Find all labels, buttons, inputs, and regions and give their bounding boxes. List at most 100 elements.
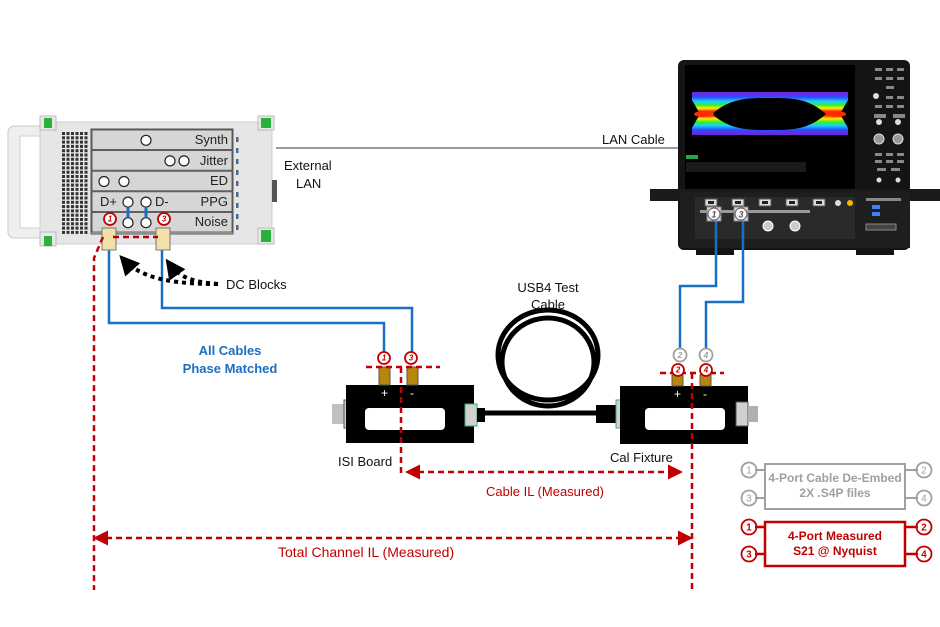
- measured-line2: S21 @ Nyquist: [793, 544, 877, 558]
- external-lan-line2: LAN: [296, 176, 322, 191]
- svg-text:1: 1: [108, 215, 112, 224]
- cal-plus-label: +: [674, 387, 682, 401]
- usb4-cable: [484, 307, 614, 416]
- bert-port-icon: [140, 196, 152, 208]
- all-cables-line1: All Cables: [198, 343, 262, 358]
- eye-diagram: [692, 92, 848, 135]
- bert-port-icon: [122, 217, 134, 229]
- usb4-line1: USB4 Test: [517, 280, 579, 295]
- scope-port-marker-1: 1: [706, 206, 722, 222]
- svg-text:4: 4: [921, 493, 927, 504]
- bert-port-icon: [140, 134, 152, 146]
- cable-dplus-to-isi: [107, 240, 386, 356]
- total-channel-il-label: Total Channel IL (Measured): [278, 544, 455, 560]
- cable-scope1-to-cal: [678, 218, 718, 352]
- cal-fixture-label: Cal Fixture: [610, 450, 673, 465]
- all-cables-line2: Phase Matched: [182, 361, 278, 376]
- deembed-legend-port-1: 1: [740, 461, 758, 479]
- dc-block-dminus: [155, 227, 171, 251]
- cal-gray-port-marker-2: 2: [672, 347, 688, 363]
- bert-slot-label-synth: Synth: [194, 132, 228, 147]
- isi-port-marker-1: 1: [377, 351, 391, 365]
- bert-port-icon: [98, 175, 110, 188]
- svg-text:2: 2: [921, 522, 927, 533]
- svg-text:4: 4: [703, 366, 709, 375]
- cable-il-label: Cable IL (Measured): [486, 484, 605, 499]
- cal-fixture: [596, 374, 758, 444]
- svg-text:3: 3: [409, 354, 414, 363]
- deembed-line2: 2X .S4P files: [799, 486, 871, 500]
- svg-text:1: 1: [382, 354, 386, 363]
- measurement-lines: [92, 235, 724, 590]
- svg-text:4: 4: [703, 350, 709, 360]
- blue-cables: [107, 218, 745, 356]
- external-lan-line1: External: [284, 158, 332, 173]
- cal-gray-port-marker-4: 4: [698, 347, 714, 363]
- isi-board-label: ISI Board: [338, 454, 393, 469]
- deembed-legend-port-4: 4: [915, 489, 933, 507]
- bert-slot-label-jitter: Jitter: [199, 152, 228, 168]
- svg-text:1: 1: [711, 210, 716, 220]
- svg-text:2: 2: [921, 465, 926, 476]
- bert-lan-port: [272, 180, 277, 202]
- phase-matched-label: All Cables Phase Matched: [180, 342, 280, 378]
- svg-text:3: 3: [746, 549, 752, 560]
- bert-port-icon: [140, 217, 152, 229]
- svg-text:3: 3: [162, 215, 167, 224]
- external-lan-label: External LAN: [284, 157, 332, 193]
- isi-port-marker-3: 3: [404, 351, 418, 365]
- isi-sma-minus: [406, 366, 419, 386]
- isi-board: [332, 366, 485, 443]
- bert-slot-label-ed: ED: [209, 173, 228, 189]
- bert-reference-line: [92, 236, 105, 590]
- bert-port-icon: [118, 175, 130, 188]
- eye-opening: [712, 98, 826, 130]
- ppg-dminus-label: D-: [155, 193, 169, 209]
- measured-legend-port-4: 4: [915, 545, 933, 563]
- usb4-line2: Cable: [531, 297, 565, 312]
- svg-text:1: 1: [746, 522, 752, 533]
- svg-text:2: 2: [677, 350, 683, 360]
- legend-deembed: [755, 463, 918, 510]
- svg-text:3: 3: [746, 493, 751, 504]
- bert-instrument: [7, 115, 277, 247]
- measured-legend-port-3: 3: [740, 545, 758, 563]
- scope-foot-right: [856, 248, 894, 255]
- deembed-legend-port-2: 2: [915, 461, 933, 479]
- bert-port-icon: [122, 196, 134, 208]
- dc-blocks-label: DC Blocks: [226, 277, 287, 292]
- svg-text:2: 2: [675, 366, 681, 375]
- bert-slot-label-noise: Noise: [194, 214, 228, 230]
- svg-text:1: 1: [746, 465, 751, 476]
- bert-slot-label-ppg: PPG: [200, 193, 228, 209]
- deembed-legend-port-3: 3: [740, 489, 758, 507]
- oscilloscope: [650, 60, 940, 255]
- measured-line1: 4-Port Measured: [787, 529, 883, 543]
- legend-measured: [755, 520, 918, 568]
- bert-slot-synth: [91, 129, 233, 151]
- isi-plus-label: +: [381, 386, 389, 400]
- bert-port-marker-3: 3: [157, 212, 171, 226]
- bert-vent: [62, 132, 88, 234]
- isi-minus-label: -: [410, 386, 414, 400]
- cal-red-port-marker-4: 4: [699, 363, 713, 377]
- measured-legend-port-2: 2: [915, 518, 933, 536]
- bert-slot-jitter: [91, 150, 233, 171]
- svg-text:4: 4: [921, 549, 927, 560]
- measured-legend-text: 4-Port Measured S21 @ Nyquist: [765, 529, 905, 559]
- bert-port-marker-1: 1: [103, 212, 117, 226]
- usb4-cable-label: USB4 Test Cable: [500, 279, 596, 313]
- lan-cable-label: LAN Cable: [602, 132, 665, 147]
- svg-text:3: 3: [738, 210, 743, 220]
- measured-legend-port-1: 1: [740, 518, 758, 536]
- ppg-dplus-label: D+: [100, 193, 117, 209]
- bert-port-icon: [178, 155, 190, 167]
- scope-port-marker-3: 3: [733, 206, 749, 222]
- cal-red-port-marker-2: 2: [671, 363, 685, 377]
- deembed-legend-text: 4-Port Cable De-Embed 2X .S4P files: [765, 471, 905, 501]
- isi-sma-plus: [378, 366, 391, 386]
- bert-port-icon: [164, 155, 176, 167]
- dc-block-dplus: [101, 227, 117, 251]
- cal-minus-label: -: [703, 387, 707, 401]
